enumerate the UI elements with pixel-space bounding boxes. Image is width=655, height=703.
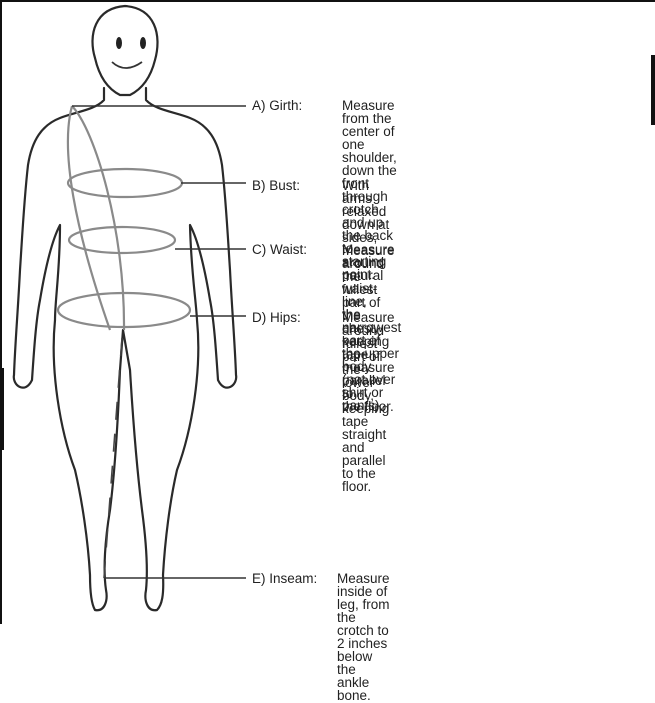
waist-loop	[69, 227, 175, 253]
head-outline	[93, 6, 158, 95]
inseam-dashed-line	[104, 338, 122, 578]
inseam-description: Measure inside of leg, from the crotch t…	[337, 572, 390, 702]
waist-label: C) Waist:	[252, 243, 307, 256]
inseam-label: E) Inseam:	[252, 572, 317, 585]
girth-label: A) Girth:	[252, 99, 302, 112]
hips-description: Measure around fullest part of the lower…	[342, 311, 395, 493]
face	[116, 37, 146, 49]
hips-label: D) Hips:	[252, 311, 301, 324]
bust-label: B) Bust:	[252, 179, 300, 192]
girth-line	[68, 106, 124, 330]
body-outline	[14, 88, 236, 610]
right-eye	[140, 37, 146, 49]
body-figure	[0, 0, 655, 624]
left-eye	[116, 37, 122, 49]
bust-loop	[68, 169, 182, 197]
smile	[112, 62, 142, 68]
